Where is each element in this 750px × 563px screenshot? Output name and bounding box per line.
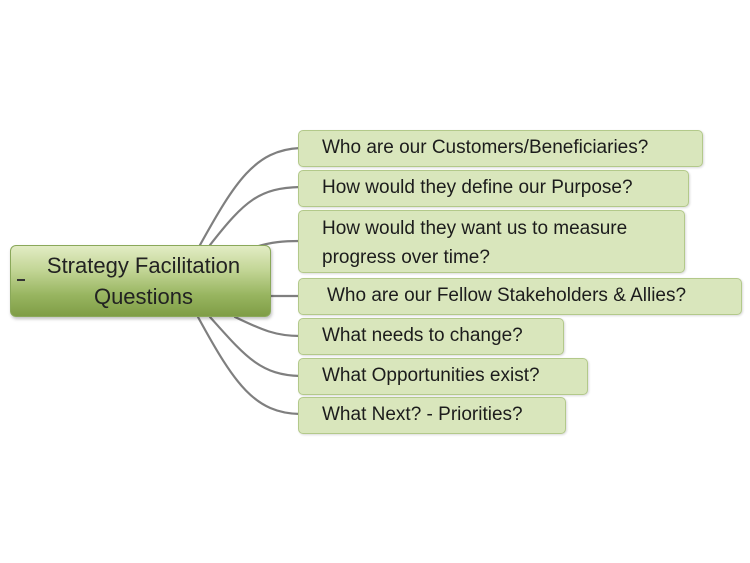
connector-5 [233,315,302,338]
subtopic-purpose[interactable]: How would they define our Purpose? [298,170,689,207]
subtopic-label: What Next? - Priorities? [322,404,523,425]
subtopic-label: Who are our Customers/Beneficiaries? [322,137,649,158]
subtopic-stakeholders[interactable]: Who are our Fellow Stakeholders & Allies… [298,278,742,315]
subtopic-label: How would they define our Purpose? [322,177,633,198]
central-topic-line-2: Questions [93,284,194,309]
subtopic-label-line-1: How would they want us to measure [322,218,628,239]
subtopic-label-line-2: progress over time? [322,247,490,268]
subtopic-customers[interactable]: Who are our Customers/Beneficiaries? [298,130,703,167]
subtopic-priorities[interactable]: What Next? - Priorities? [298,397,566,434]
subtopic-label: What Opportunities exist? [322,365,540,386]
subtopic-label: Who are our Fellow Stakeholders & Allies… [327,285,687,306]
connector-7 [196,315,302,416]
connector-6 [208,315,302,378]
subtopic-label: What needs to change? [322,325,523,346]
collapse-toggle-icon[interactable] [16,275,26,285]
central-topic-label: Strategy Facilitation Questions [41,250,240,312]
subtopic-measure-progress[interactable]: How would they want us to measure progre… [298,210,685,273]
subtopic-opportunities[interactable]: What Opportunities exist? [298,358,588,395]
subtopic-needs-change[interactable]: What needs to change? [298,318,564,355]
central-topic-line-1: Strategy Facilitation [46,253,241,278]
central-topic[interactable]: Strategy Facilitation Questions [10,245,271,317]
connector-1 [198,146,302,247]
connector-2 [208,185,302,247]
